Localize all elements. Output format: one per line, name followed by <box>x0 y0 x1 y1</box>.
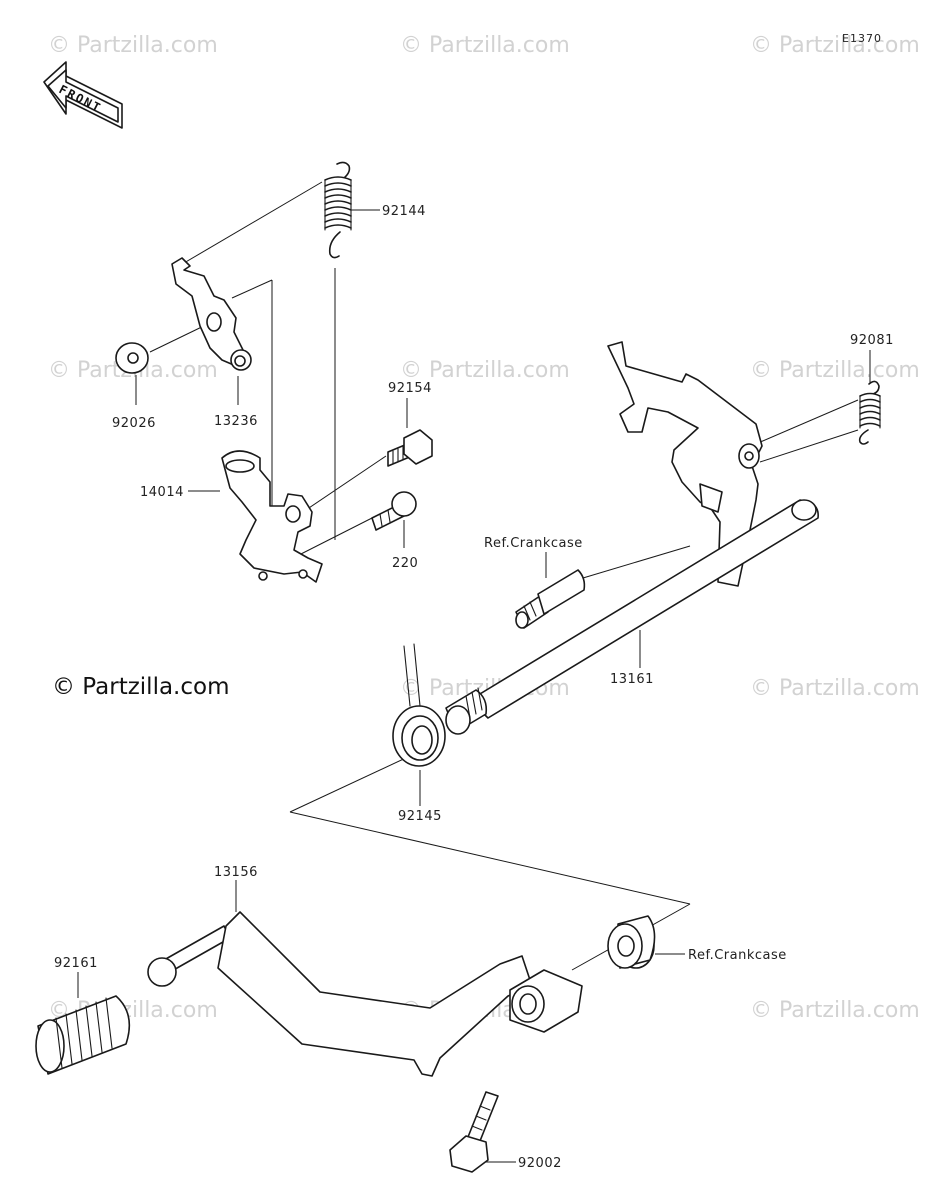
watermark: © Partzilla.com <box>400 33 570 58</box>
watermark: © Partzilla.com <box>400 358 570 383</box>
label-92145[interactable]: 92145 <box>398 809 442 824</box>
label-ref-crankcase-upper[interactable]: Ref.Crankcase <box>484 536 583 551</box>
label-92002[interactable]: 92002 <box>518 1156 562 1171</box>
lever-plate-13236 <box>171 257 252 371</box>
front-arrow-icon: FRONT <box>43 61 123 129</box>
watermark: © Partzilla.com <box>750 33 920 58</box>
bolt-92154 <box>387 429 433 467</box>
shift-arm-14014 <box>221 450 323 583</box>
label-13156[interactable]: 13156 <box>214 865 258 880</box>
diagram-code: E1370 <box>842 32 882 45</box>
label-13236[interactable]: 13236 <box>214 414 258 429</box>
watermark: © Partzilla.com <box>750 358 920 383</box>
bolt-92002 <box>449 1091 499 1173</box>
label-ref-crankcase-lower[interactable]: Ref.Crankcase <box>688 948 787 963</box>
watermark: © Partzilla.com <box>750 676 920 701</box>
label-92026[interactable]: 92026 <box>112 416 156 431</box>
label-14014[interactable]: 14014 <box>140 485 184 500</box>
label-92081[interactable]: 92081 <box>850 333 894 348</box>
part-labels: 92144 92026 13236 92154 14014 220 92081 … <box>54 204 894 1171</box>
spring-92145 <box>392 643 446 767</box>
watermark: © Partzilla.com <box>48 33 218 58</box>
brand-watermark: © Partzilla.com <box>52 674 230 700</box>
label-13161[interactable]: 13161 <box>610 672 654 687</box>
washer-92026 <box>115 342 149 374</box>
label-92144[interactable]: 92144 <box>382 204 426 219</box>
spring-92081 <box>858 380 881 445</box>
crankcase-stud-upper <box>515 569 586 629</box>
pedal-rubber-92161 <box>35 995 131 1075</box>
label-92161[interactable]: 92161 <box>54 956 98 971</box>
label-220[interactable]: 220 <box>392 556 418 571</box>
spring-92144 <box>324 161 352 259</box>
label-92154[interactable]: 92154 <box>388 381 432 396</box>
pin-220 <box>371 491 417 531</box>
shift-shaft-13161 <box>445 341 819 735</box>
watermark: © Partzilla.com <box>750 998 920 1023</box>
shift-pedal-13156 <box>147 911 583 1077</box>
crankcase-collar-lower <box>607 915 656 969</box>
